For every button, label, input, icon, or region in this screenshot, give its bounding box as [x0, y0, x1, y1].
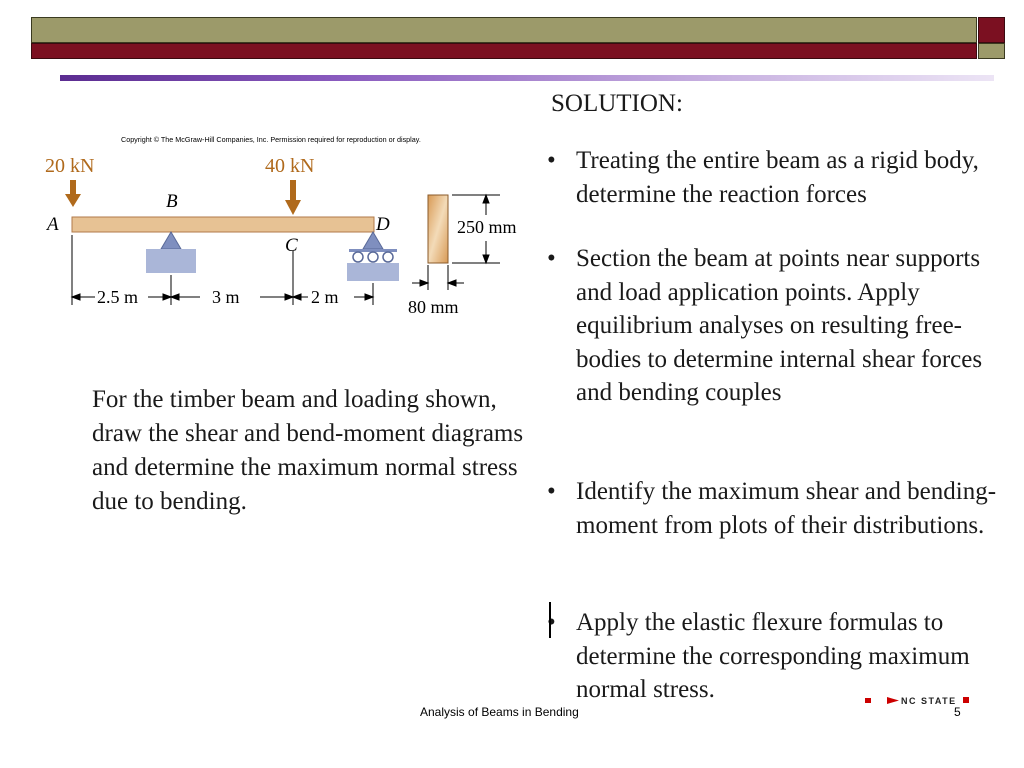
page-number: 5 — [954, 705, 961, 719]
problem-statement: For the timber beam and loading shown, d… — [92, 386, 524, 515]
text-cursor — [549, 602, 551, 638]
bullet-text: Treating the entire beam as a rigid body… — [576, 147, 979, 208]
point-label-c: C — [285, 235, 298, 256]
footer-title: Analysis of Beams in Bending — [420, 705, 579, 719]
bullet-text: Apply the elastic flexure formulas to de… — [576, 609, 970, 703]
load-arrow-c — [285, 180, 301, 215]
solution-title: SOLUTION: — [551, 90, 683, 117]
header-square-maroon — [978, 17, 1005, 43]
point-label-a: A — [45, 214, 59, 235]
load-label-c: 40 kN — [265, 155, 314, 177]
logo-text: NC STATE — [901, 696, 957, 706]
dimension-ab: 2.5 m — [97, 287, 138, 307]
purple-gradient-rule — [60, 75, 994, 81]
header-bar-maroon — [31, 43, 977, 59]
load-arrow-a — [65, 180, 81, 207]
load-label-a: 20 kN — [45, 155, 94, 177]
beam — [71, 216, 375, 233]
bullet-marker: • — [547, 147, 556, 174]
point-label-d: D — [375, 214, 390, 235]
bullet-text: Identify the maximum shear and bending-m… — [576, 478, 997, 539]
section-height-label: 250 mm — [457, 217, 517, 237]
dimension-bc: 3 m — [212, 287, 240, 307]
beam-figure: 20 kN 40 kN A B C D — [45, 155, 517, 317]
nc-state-logo: NC STATE — [865, 696, 969, 706]
bullet-marker: • — [547, 609, 556, 636]
bullet-marker: • — [547, 245, 556, 272]
header-bar-olive — [31, 17, 977, 43]
pin-support-b — [146, 231, 196, 273]
bullet-marker: • — [547, 478, 556, 505]
header-square-olive — [978, 43, 1005, 59]
point-label-b: B — [166, 191, 178, 212]
section-width-label: 80 mm — [408, 297, 459, 317]
roller-support-d — [347, 231, 399, 281]
copyright-notice: Copyright © The McGraw-Hill Companies, I… — [121, 135, 421, 144]
bullet-text: Section the beam at points near supports… — [576, 245, 983, 406]
beam-cross-section — [427, 194, 449, 264]
dimension-cd: 2 m — [311, 287, 339, 307]
